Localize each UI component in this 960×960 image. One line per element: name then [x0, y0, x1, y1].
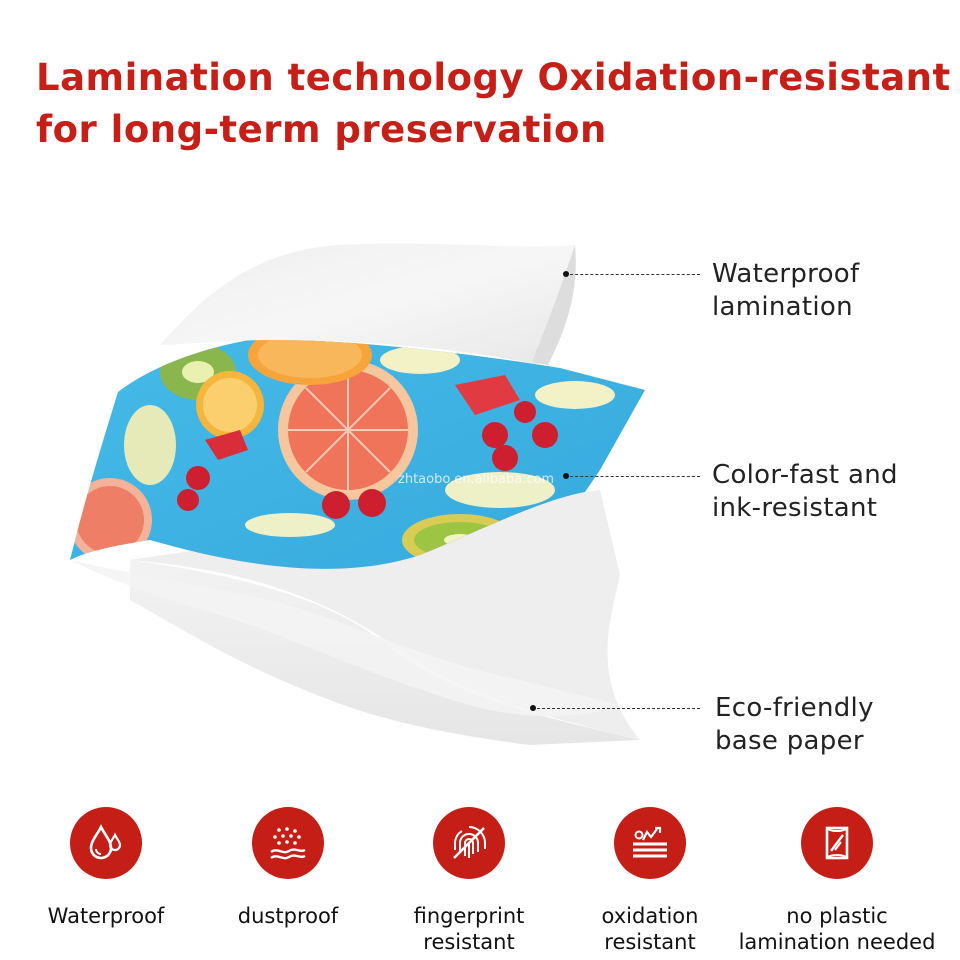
- callout-color-fast: Color-fast and ink-resistant: [712, 459, 898, 525]
- feature-fingerprint-resistant: fingerprint resistant: [374, 800, 564, 955]
- feature-dustproof: dustproof: [193, 800, 383, 929]
- callout-eco-friendly-paper: Eco-friendly base paper: [715, 692, 874, 758]
- callout-paper-line-2: base paper: [715, 726, 864, 756]
- feature-no-plastic-label: no plastic lamination needed: [738, 904, 936, 954]
- callout-colorfast-line-2: ink-resistant: [712, 493, 878, 523]
- callout-leader-colorfast: [570, 476, 700, 477]
- headline-line-1: Lamination technology Oxidation-resistan…: [36, 56, 951, 99]
- headline-line-2: for long-term preservation: [36, 108, 607, 151]
- feature-waterproof-label: Waterproof: [47, 904, 165, 928]
- feature-icons-row: Waterproof dustproof: [0, 800, 960, 960]
- callout-leader-base-paper: [537, 708, 700, 709]
- callout-lamination-line-1: Waterproof: [712, 259, 860, 289]
- feature-waterproof: Waterproof: [11, 800, 201, 929]
- dust-particles-icon: [252, 807, 324, 879]
- oxidation-shield-icon: [614, 807, 686, 879]
- water-drops-icon: [70, 807, 142, 879]
- feature-oxidation-label: oxidation resistant: [601, 904, 699, 954]
- callout-lamination-line-2: lamination: [712, 292, 853, 322]
- fruit-photo-layer: [70, 339, 645, 569]
- feature-no-plastic-lamination: no plastic lamination needed: [737, 800, 937, 955]
- callout-colorfast-line-1: Color-fast and: [712, 460, 898, 490]
- callout-dot-colorfast: [563, 473, 569, 479]
- callout-waterproof-lamination: Waterproof lamination: [712, 258, 859, 324]
- feature-oxidation-resistant: oxidation resistant: [555, 800, 745, 955]
- waterproof-lamination-film: [160, 243, 575, 365]
- no-plastic-film-icon: [801, 807, 873, 879]
- watermark-text: zhtaobo.en.alibaba.com: [398, 472, 555, 487]
- feature-fingerprint-label: fingerprint resistant: [413, 904, 525, 954]
- page-headline: Lamination technology Oxidation-resistan…: [36, 52, 951, 156]
- fingerprint-crossed-icon: [433, 807, 505, 879]
- callout-dot-base-paper: [530, 705, 536, 711]
- callout-leader-lamination: [570, 274, 700, 275]
- feature-dustproof-label: dustproof: [237, 904, 339, 928]
- callout-dot-lamination: [563, 271, 569, 277]
- callout-paper-line-1: Eco-friendly: [715, 693, 874, 723]
